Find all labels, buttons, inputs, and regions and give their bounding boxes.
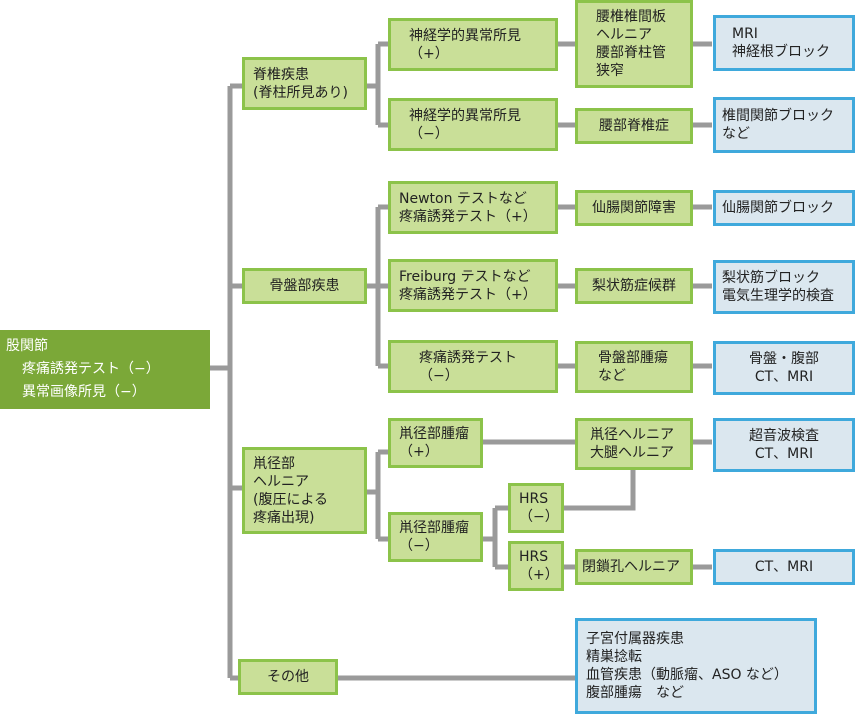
node-freiburg-test: Freiburg テストなど 疼痛誘発テスト（+） bbox=[388, 259, 558, 312]
exam-facet-block: 椎間関節ブロック など bbox=[713, 97, 855, 153]
node-text: 精巣捻転 bbox=[586, 649, 642, 665]
node-pain-test-negative: 疼痛誘発テスト （−） bbox=[388, 340, 558, 393]
node-text: 疼痛誘発テスト（+） bbox=[399, 286, 537, 303]
node-text: 神経学的異常所見 bbox=[409, 107, 521, 124]
node-text: 椎間関節ブロック bbox=[722, 108, 834, 124]
node-text: 仙腸関節ブロック bbox=[722, 200, 834, 216]
node-text: Freiburg テストなど bbox=[399, 268, 531, 285]
exam-piriformis-block: 梨状筋ブロック 電気生理学的検査 bbox=[713, 260, 855, 314]
exam-pelvic-abdominal-ct-mri: 骨盤・腹部 CT、MRI bbox=[713, 341, 855, 395]
node-text: 鼡径ヘルニア bbox=[590, 427, 674, 443]
node-text: 疼痛出現) bbox=[253, 509, 315, 526]
node-text: 狭窄 bbox=[596, 63, 624, 79]
diagnosis-sacroiliac-joint: 仙腸関節障害 bbox=[575, 190, 693, 226]
node-text: ヘルニア bbox=[596, 27, 652, 43]
exam-ultrasound-ct-mri: 超音波検査 CT、MRI bbox=[713, 418, 855, 472]
root-node: 股関節 疼痛誘発テスト（−） 異常画像所見（−） bbox=[0, 330, 210, 409]
node-text: CT、MRI bbox=[754, 559, 814, 575]
exam-other-differentials: 子宮付属器疾患 精巣捻転 血管疾患（動脈瘤、ASO など） 腹部腫瘍 など bbox=[575, 618, 817, 714]
node-pelvic-disease: 骨盤部疾患 bbox=[242, 268, 367, 304]
node-text: 仙腸関節障害 bbox=[592, 200, 676, 216]
node-text: Newton テストなど bbox=[399, 190, 527, 207]
node-text: （−） bbox=[419, 367, 459, 384]
diagnosis-lumbar-spondylosis: 腰部脊椎症 bbox=[575, 108, 693, 144]
node-text: 梨状筋ブロック bbox=[722, 270, 820, 286]
node-text: 腰部脊柱管 bbox=[596, 45, 666, 61]
node-text: 疼痛誘発テスト（+） bbox=[399, 208, 537, 225]
node-text: 腰椎椎間板 bbox=[596, 9, 666, 25]
exam-sacroiliac-block: 仙腸関節ブロック bbox=[713, 190, 855, 226]
node-text: CT、MRI bbox=[754, 446, 814, 462]
node-text: ヘルニア bbox=[253, 473, 309, 490]
node-text: 脊椎疾患 bbox=[253, 66, 309, 83]
node-inguinal-mass-positive: 鼡径部腫瘤 （+） bbox=[388, 418, 483, 468]
node-text: 鼡径部腫瘤 bbox=[399, 426, 469, 442]
node-text: 疼痛誘発テスト bbox=[419, 349, 517, 366]
node-text: 閉鎖孔ヘルニア bbox=[582, 559, 680, 575]
node-text: MRI bbox=[732, 26, 758, 42]
node-spine-disease: 脊椎疾患 (脊柱所見あり) bbox=[242, 57, 367, 110]
node-neuro-negative: 神経学的異常所見 （−） bbox=[388, 98, 558, 151]
node-text: 神経学的異常所見 bbox=[409, 27, 521, 44]
node-text: 梨状筋症候群 bbox=[592, 278, 676, 294]
node-text: 骨盤部腫瘍 bbox=[598, 350, 668, 366]
node-other: その他 bbox=[238, 659, 338, 695]
node-text: 腰部脊椎症 bbox=[599, 118, 669, 134]
connector bbox=[562, 470, 636, 511]
node-text: 腹部腫瘍 など bbox=[586, 685, 684, 701]
node-text: CT、MRI bbox=[754, 369, 814, 385]
node-neuro-positive: 神経学的異常所見 （+） bbox=[388, 18, 558, 71]
node-text: 骨盤・腹部 bbox=[749, 351, 819, 367]
node-inguinal-mass-negative: 鼡径部腫瘤 （−） bbox=[388, 512, 483, 562]
exam-ct-mri: CT、MRI bbox=[713, 549, 855, 585]
node-text: 鼡径部 bbox=[253, 455, 295, 472]
node-text: など bbox=[598, 368, 626, 384]
node-inguinal-hernia: 鼡径部 ヘルニア (腹圧による 疼痛出現) bbox=[242, 447, 367, 534]
exam-mri-nerve-root-block: MRI 神経根ブロック bbox=[713, 15, 855, 71]
diagnosis-obturator-hernia: 閉鎖孔ヘルニア bbox=[575, 549, 693, 585]
node-text: 子宮付属器疾患 bbox=[586, 631, 684, 647]
node-text: 電気生理学的検査 bbox=[722, 288, 834, 304]
node-text: 超音波検査 bbox=[749, 428, 819, 444]
node-text: （+） bbox=[519, 567, 559, 583]
node-hrs-negative: HRS （−） bbox=[508, 483, 564, 533]
node-text: 大腿ヘルニア bbox=[590, 445, 674, 461]
node-text: （−） bbox=[409, 125, 449, 142]
root-condition-imaging: 異常画像所見（−） bbox=[22, 384, 146, 400]
node-text: 骨盤部疾患 bbox=[269, 278, 340, 294]
node-text: 鼡径部腫瘤 bbox=[399, 520, 469, 536]
node-text: （−） bbox=[519, 509, 559, 525]
node-text: (腹圧による bbox=[253, 491, 329, 508]
node-text: (脊柱所見あり) bbox=[253, 84, 348, 101]
diagnosis-pelvic-tumor: 骨盤部腫瘍 など bbox=[575, 341, 693, 393]
node-hrs-positive: HRS （+） bbox=[508, 541, 564, 591]
node-text: 血管疾患（動脈瘤、ASO など） bbox=[586, 667, 788, 683]
diagnosis-piriformis-syndrome: 梨状筋症候群 bbox=[575, 268, 693, 304]
diagnosis-lumbar-disc-herniation: 腰椎椎間板 ヘルニア 腰部脊柱管 狭窄 bbox=[575, 0, 693, 88]
node-text: その他 bbox=[267, 669, 309, 685]
node-text: 神経根ブロック bbox=[732, 44, 830, 60]
node-text: など bbox=[722, 126, 750, 142]
node-newton-test: Newton テストなど 疼痛誘発テスト（+） bbox=[388, 181, 558, 234]
node-text: （−） bbox=[399, 538, 439, 554]
node-text: （+） bbox=[399, 444, 439, 460]
diagnosis-inguinal-femoral-hernia: 鼡径ヘルニア 大腿ヘルニア bbox=[575, 418, 693, 470]
node-text: HRS bbox=[519, 549, 549, 565]
root-condition-pain-test: 疼痛誘発テスト（−） bbox=[22, 361, 160, 377]
root-title: 股関節 bbox=[6, 338, 48, 354]
node-text: （+） bbox=[409, 45, 449, 62]
node-text: HRS bbox=[519, 491, 549, 507]
